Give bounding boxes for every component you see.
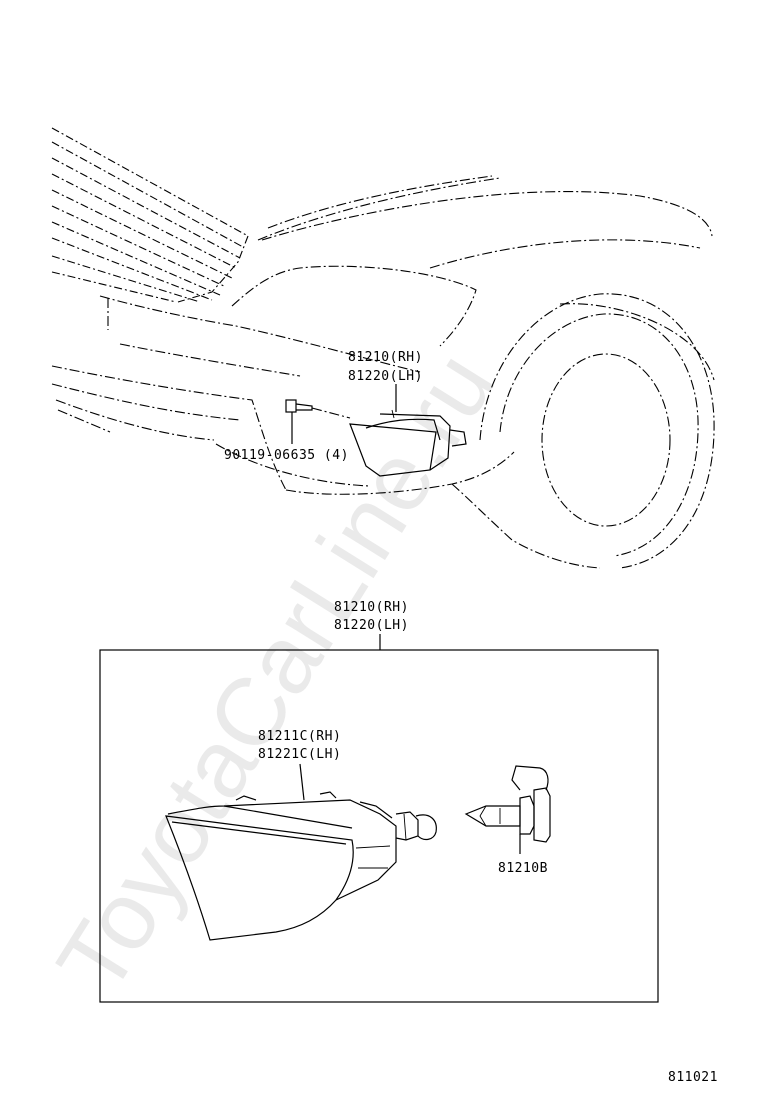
lamp-lh-label-top: 81220(LH) [348,369,423,384]
screw-icon [285,399,313,413]
watermark: ToyotaCarLine.ru [37,334,515,1011]
fog-lamp-installed [349,409,467,477]
unit-lh-label: 81221C(LH) [258,747,341,762]
assembly-lh-label: 81220(LH) [334,618,409,633]
bulb-drawing [464,765,551,843]
fog-lamp-unit-drawing [165,791,437,941]
figure-number: 811021 [668,1070,718,1085]
screw-part-label: 90119-06635 (4) [224,448,349,463]
bulb-part-label: 81210B [498,861,548,876]
detail-frame [99,649,659,1003]
assembly-rh-label: 81210(RH) [334,600,409,615]
wheel [479,293,715,569]
unit-rh-label: 81211C(RH) [258,729,341,744]
lamp-rh-label-top: 81210(RH) [348,350,423,365]
grille [51,127,249,303]
car-front-illustration [51,127,715,569]
